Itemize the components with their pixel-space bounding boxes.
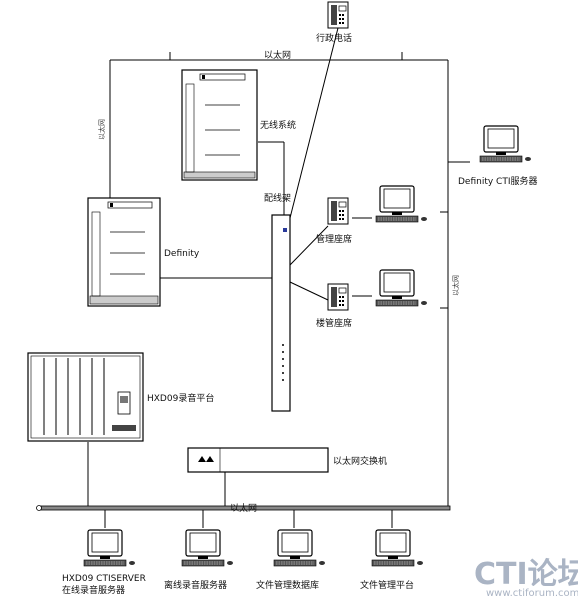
file-db-label: 文件管理数据库 <box>256 579 319 591</box>
offline-server-computer-icon <box>181 529 234 567</box>
ethernet-switch-icon <box>187 447 329 473</box>
definity-cabinet-icon <box>87 197 161 307</box>
ops-seat-phone-icon <box>327 283 349 311</box>
file-platform-computer-icon <box>371 529 424 567</box>
hxd-cti-server-label-line1: HXD09 CTISERVER <box>62 574 146 584</box>
cti-server-computer-icon <box>479 125 532 163</box>
ctiforum-watermark-url: www.ctiforum.com <box>486 588 578 599</box>
ethernet-bottom-label: 以太网 <box>230 502 257 514</box>
cti-server-label: Definity CTI服务器 <box>458 175 538 187</box>
mgmt-seat-label: 管理座席 <box>316 233 352 245</box>
hxd-cti-server-computer-icon <box>83 529 136 567</box>
left-ethernet-label: 以太网 <box>97 119 106 140</box>
ops-seat-label: 楼管座席 <box>316 317 352 329</box>
mgmt-seat-phone-icon <box>327 197 349 225</box>
admin-phone-icon <box>327 1 349 29</box>
mgmt-seat-computer-icon <box>375 185 428 223</box>
definity-label: Definity <box>164 249 200 259</box>
ctiforum-watermark-logo: CTI论坛 <box>474 557 578 592</box>
recording-platform-label: HXD09录音平台 <box>147 392 214 404</box>
network-links <box>87 27 470 528</box>
right-ethernet-label: 以太网 <box>451 275 460 296</box>
recording-platform-rack-icon <box>27 352 144 442</box>
ops-seat-computer-icon <box>375 269 428 307</box>
offline-server-label: 离线录音服务器 <box>164 579 227 591</box>
wireless-system-cabinet-icon <box>181 69 258 181</box>
wireless-system-label: 无线系统 <box>260 119 296 131</box>
admin-phone-label: 行政电话 <box>316 32 352 44</box>
patch-panel-label: 配线架 <box>264 192 291 204</box>
hxd-cti-server-label-line2: 在线录音服务器 <box>62 584 125 596</box>
ethernet-top-label: 以太网 <box>264 49 291 61</box>
file-db-computer-icon <box>273 529 326 567</box>
ethernet-switch-label: 以太网交换机 <box>333 455 387 467</box>
patch-panel-icon <box>271 214 291 412</box>
file-platform-label: 文件管理平台 <box>360 579 414 591</box>
